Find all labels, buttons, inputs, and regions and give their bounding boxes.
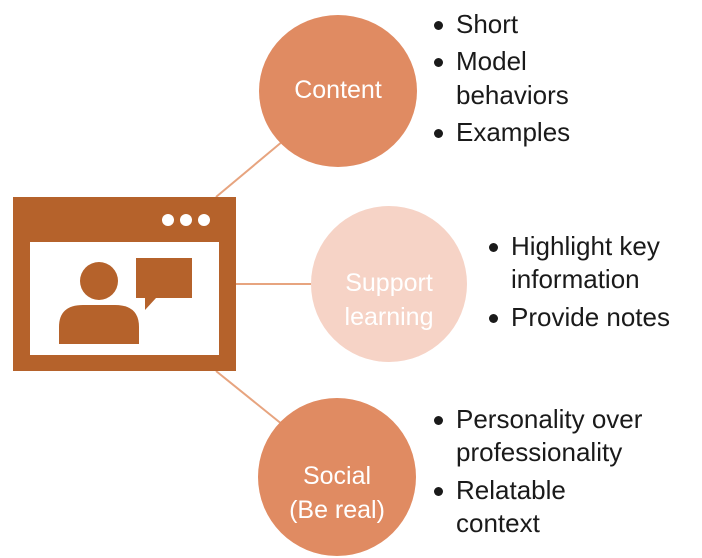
browser-dot-3 xyxy=(198,214,210,226)
connector-social xyxy=(215,370,284,426)
node-support-label: Support learning xyxy=(344,269,434,331)
node-social-label: Social (Be real) xyxy=(289,462,385,524)
video-call-browser-icon xyxy=(13,197,236,371)
browser-dot-2 xyxy=(180,214,192,226)
person-head-icon xyxy=(80,262,118,300)
node-content-label: Content xyxy=(294,76,382,105)
connector-content xyxy=(215,140,284,198)
list-item: Personality over professionality xyxy=(432,403,694,470)
list-item: Examples xyxy=(432,116,694,149)
person-body-icon xyxy=(59,305,139,344)
support-bullet-list: Highlight key information Provide notes xyxy=(487,230,697,338)
list-item: Highlight key information xyxy=(487,230,697,297)
browser-dot-1 xyxy=(162,214,174,226)
node-social: Social (Be real) xyxy=(258,398,416,556)
social-bullet-list: Personality over professionality Relatab… xyxy=(432,403,694,544)
list-item: Provide notes xyxy=(487,301,697,334)
content-bullet-list: Short Model behaviors Examples xyxy=(432,8,694,153)
list-item: Model behaviors xyxy=(432,45,596,112)
node-support: Support learning xyxy=(311,206,467,362)
list-item: Short xyxy=(432,8,694,41)
node-content: Content xyxy=(259,15,417,167)
list-item: Relatable context xyxy=(432,474,616,541)
speech-bubble-icon xyxy=(136,258,192,310)
